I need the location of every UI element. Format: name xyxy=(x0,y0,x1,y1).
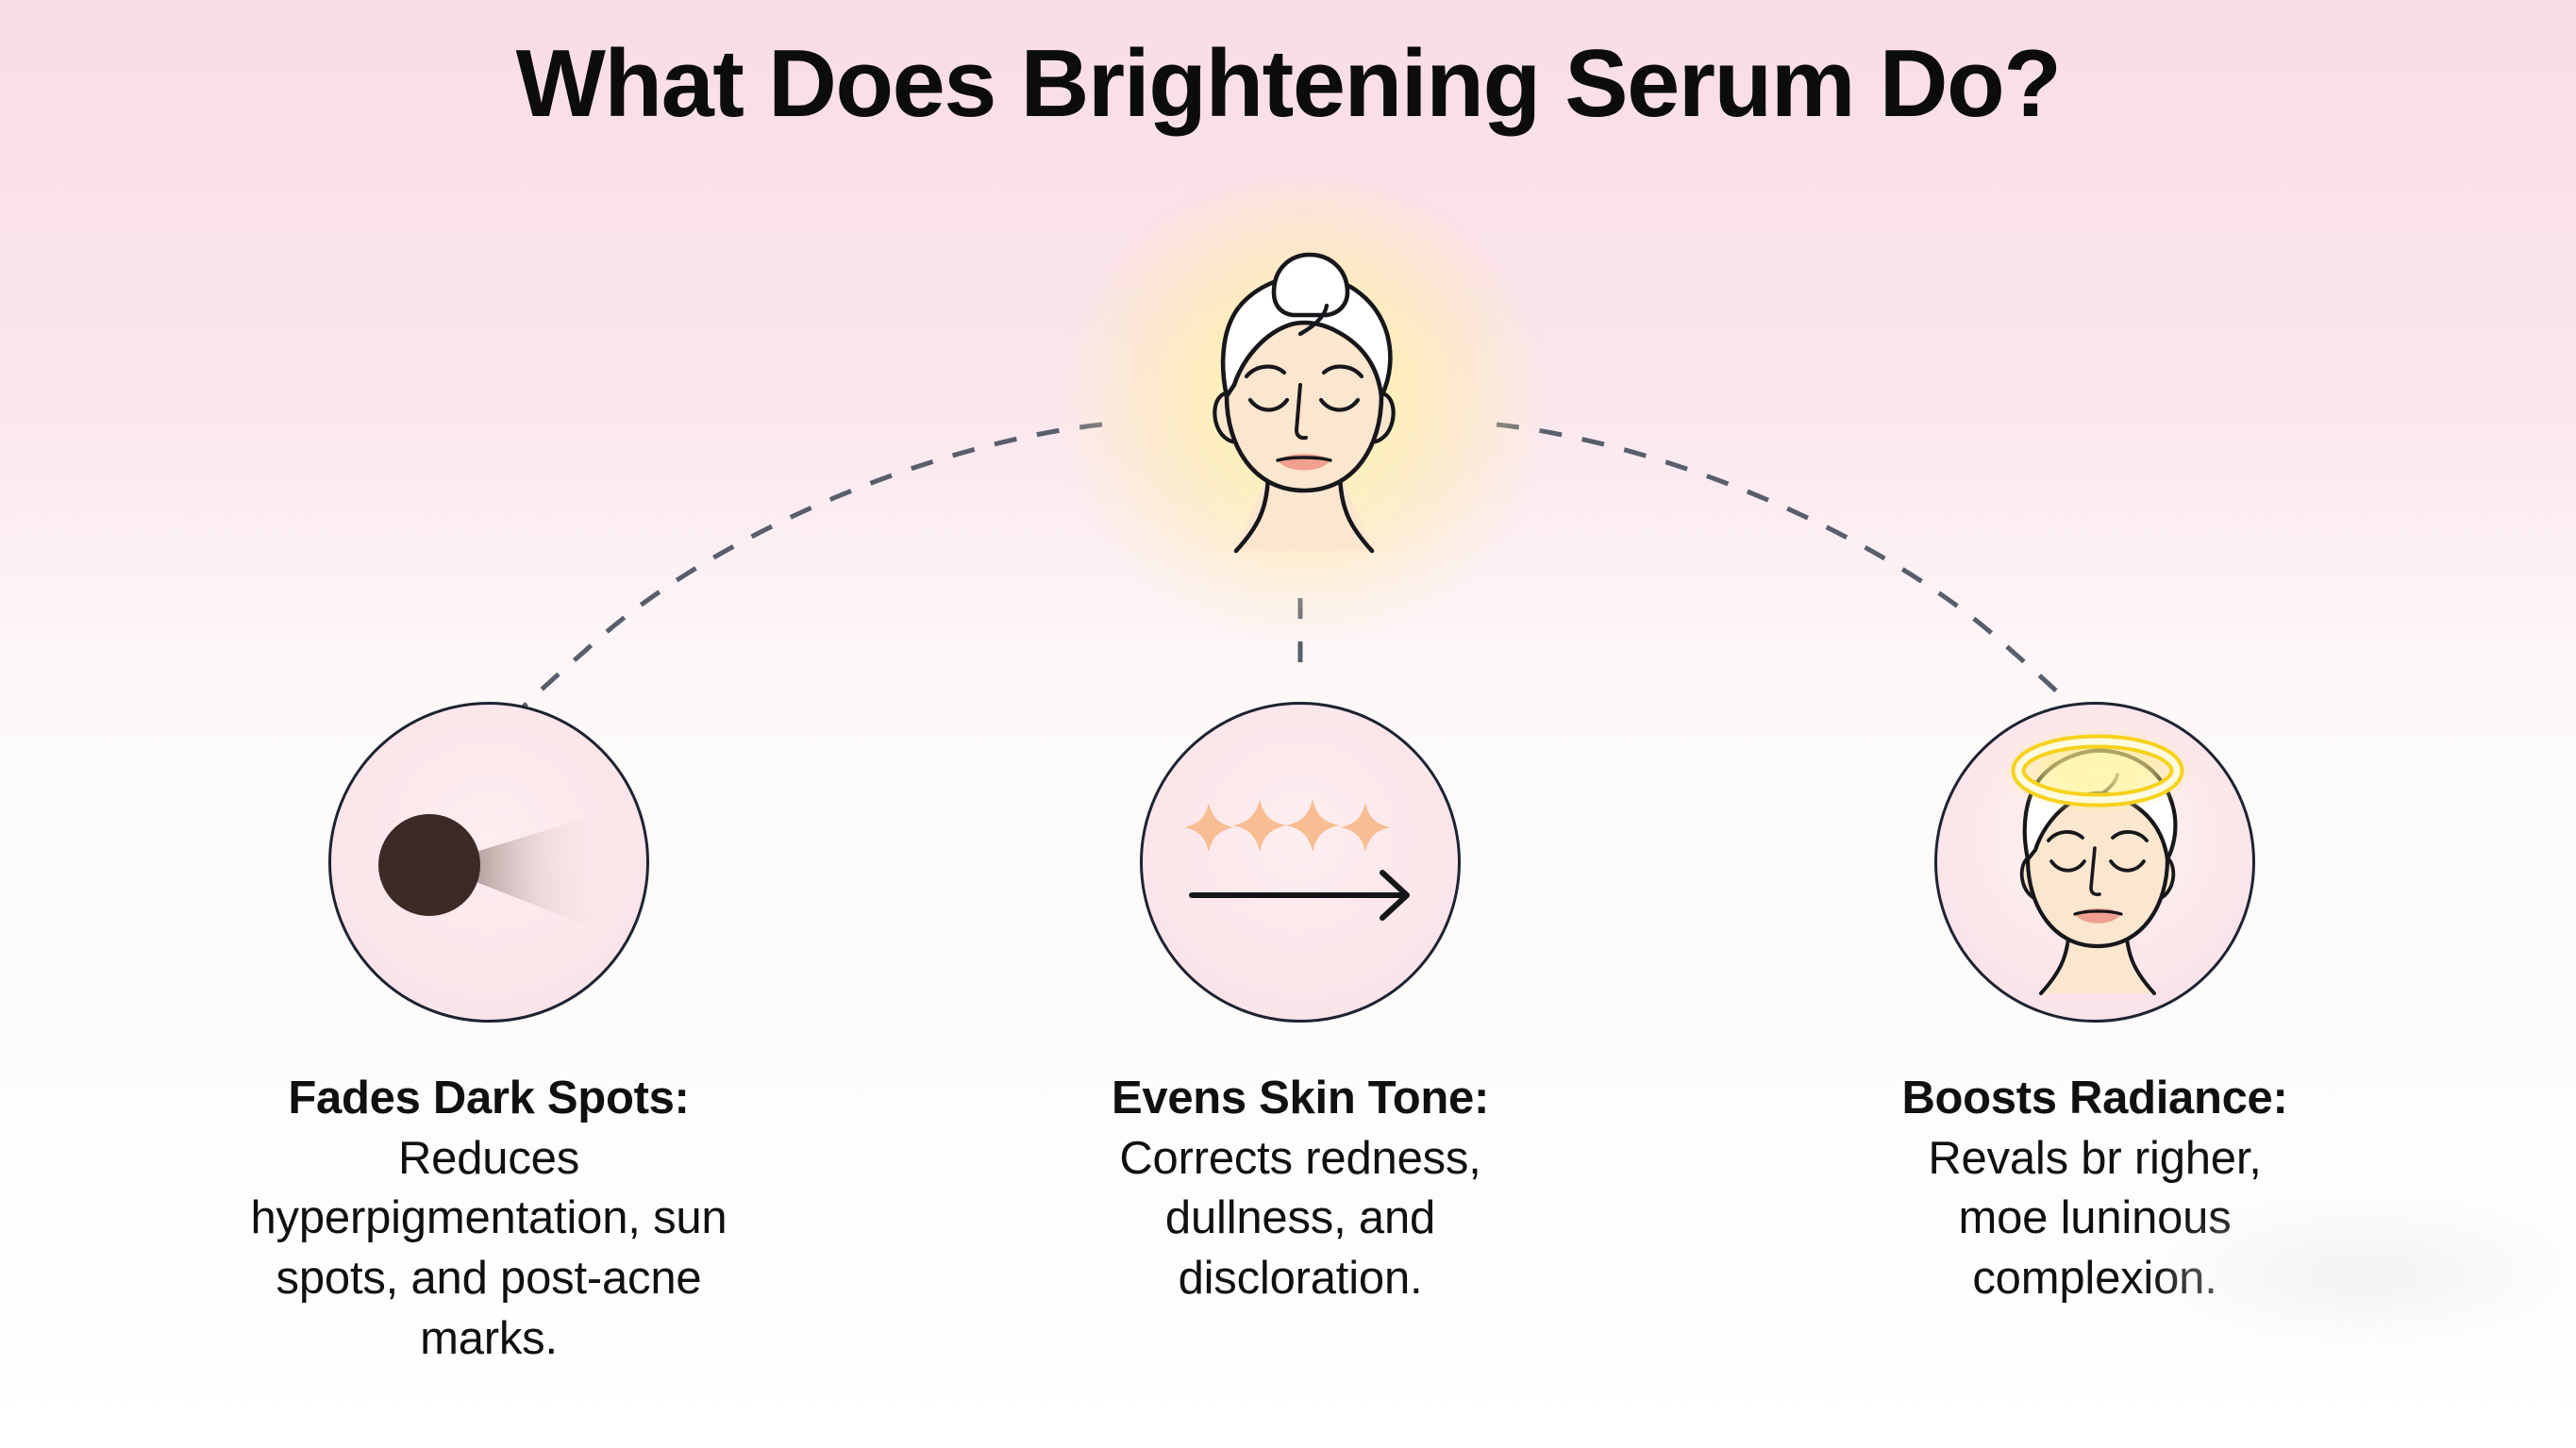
glowing-face-with-towel-wrap-icon xyxy=(1213,252,1396,554)
sparkles-with-right-arrow-icon xyxy=(1184,799,1410,921)
card-title: Fades Dark Spots: xyxy=(288,1073,690,1123)
icon-circle-evens-skin-tone xyxy=(1140,702,1461,1023)
icon-circle-boosts-radiance xyxy=(1934,702,2255,1023)
face-with-glowing-halo-icon xyxy=(1975,725,2220,995)
card-title: Evens Skin Tone: xyxy=(1111,1073,1489,1123)
background-blur-artifact xyxy=(2161,1203,2567,1344)
icon-wrap-boosts-radiance xyxy=(1934,702,2255,1023)
card-evens-skin-tone[interactable]: Evens Skin Tone: Corrects redness, dulln… xyxy=(989,702,1612,1309)
page-title: What Does Brightening Serum Do? xyxy=(515,31,2062,137)
caption-evens-skin-tone: Evens Skin Tone: Corrects redness, dulln… xyxy=(989,1068,1612,1309)
hero-illustration xyxy=(1066,179,1542,632)
fading-dark-spot-icon xyxy=(378,810,611,935)
card-fades-dark-spots[interactable]: Fades Dark Spots: Reduces hyperpigmentat… xyxy=(177,702,800,1369)
connector-left xyxy=(486,422,1103,747)
card-title: Boosts Radiance: xyxy=(1901,1073,2288,1123)
card-body: Corrects redness, dullness, and disclora… xyxy=(1119,1132,1481,1305)
card-boosts-radiance[interactable]: Boosts Radiance: Revals br righer, moe l… xyxy=(1783,702,2406,1309)
icon-wrap-evens-skin-tone xyxy=(1140,702,1461,1023)
connector-right xyxy=(1496,422,2109,747)
icon-wrap-fades-dark-spots xyxy=(328,702,649,1023)
caption-fades-dark-spots: Fades Dark Spots: Reduces hyperpigmentat… xyxy=(177,1068,800,1369)
card-body: Reduces hyperpigmentation, sun spots, an… xyxy=(250,1132,728,1364)
icon-circle-fades-dark-spots xyxy=(328,702,649,1023)
